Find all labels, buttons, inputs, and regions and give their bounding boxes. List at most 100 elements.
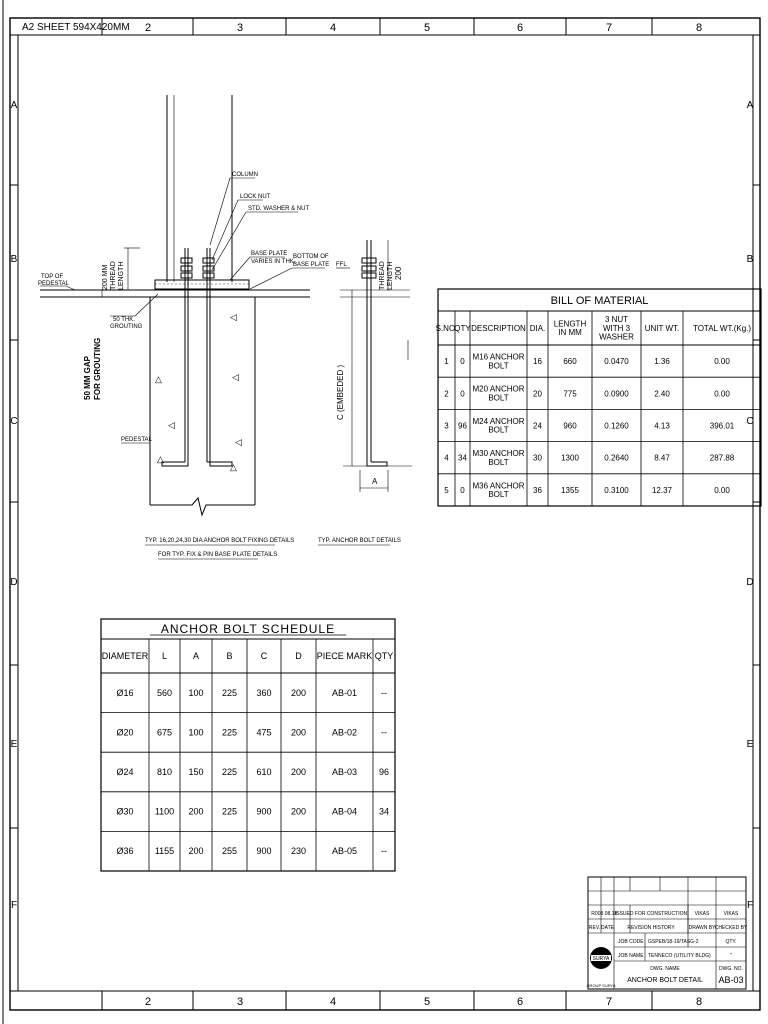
schedule-cell: 225 bbox=[222, 688, 237, 698]
schedule-cell: 225 bbox=[222, 807, 237, 817]
concrete-mark: △ bbox=[155, 374, 162, 384]
bom-cell: 0.0900 bbox=[604, 389, 629, 398]
schedule-cell: 675 bbox=[157, 727, 172, 737]
label-top-pedestal-2: PEDESTAL bbox=[38, 281, 70, 287]
row-label: E bbox=[747, 739, 754, 750]
schedule-cell: 34 bbox=[379, 807, 389, 817]
bom-cell: 5 bbox=[444, 486, 449, 495]
column-label: 4 bbox=[330, 996, 336, 1008]
revision-cell: VIKAS bbox=[724, 911, 739, 917]
schedule-cell: -- bbox=[381, 688, 387, 698]
label-thread-2: THREAD bbox=[110, 261, 117, 290]
revision-header-cell: REVISION HISTORY bbox=[627, 925, 675, 931]
column-label: 8 bbox=[696, 22, 702, 34]
caption-anchor-bolt-detail: TYP. ANCHOR BOLT DETAILS bbox=[318, 538, 401, 544]
column-label: 2 bbox=[145, 996, 151, 1008]
label-thread-length-3: 200 bbox=[394, 266, 403, 280]
bom-cell: 20 bbox=[533, 389, 542, 398]
bom-cell: 0.0470 bbox=[604, 357, 629, 366]
bom-cell: 0.00 bbox=[714, 486, 730, 495]
schedule-cell: 200 bbox=[291, 767, 306, 777]
label-gap-2: FOR GROUTING bbox=[93, 338, 102, 400]
schedule-header-cell: DIAMETER bbox=[102, 651, 149, 661]
caption-base-plate: FOR TYP. FIX & PIN BASE PLATE DETAILS bbox=[158, 552, 277, 558]
job-code-value: GSPEB/18-19/TASG-2 bbox=[648, 939, 699, 945]
column-label: 6 bbox=[517, 22, 523, 34]
row-label: B bbox=[747, 254, 754, 265]
bom-cell: 0.00 bbox=[714, 357, 730, 366]
label-thread-length-1: THREAD bbox=[379, 261, 386, 290]
row-label: E bbox=[11, 739, 18, 750]
schedule-cell: 96 bbox=[379, 767, 389, 777]
schedule-cell: 200 bbox=[291, 727, 306, 737]
revision-header-cell: REV. bbox=[589, 925, 600, 931]
column-label: 8 bbox=[696, 996, 702, 1008]
schedule-cell: 900 bbox=[256, 846, 271, 856]
column-label: 2 bbox=[145, 22, 151, 34]
logo-subtext: GROUP SURYA bbox=[586, 983, 615, 988]
schedule-cell: 1155 bbox=[155, 846, 174, 856]
label-top-pedestal: TOP OF bbox=[41, 274, 63, 280]
column-label: 3 bbox=[237, 22, 243, 34]
revision-cell: 08.08.18 bbox=[598, 911, 618, 917]
bom-cell: 960 bbox=[563, 422, 577, 431]
schedule-cell: 475 bbox=[256, 727, 271, 737]
bom-cell: 1.36 bbox=[654, 357, 670, 366]
bom-cell: 0.3100 bbox=[604, 486, 629, 495]
bom-cell: 660 bbox=[563, 357, 577, 366]
qty-label: QTY. bbox=[725, 939, 736, 945]
company-logo: SURYA GROUP SURYA bbox=[586, 947, 616, 988]
typical-bolt-drawing bbox=[336, 240, 412, 492]
revision-cell: ISSUED FOR CONSTRUCTION bbox=[615, 911, 688, 917]
schedule-cell: 255 bbox=[222, 846, 237, 856]
label-ffl: FFL bbox=[336, 262, 347, 268]
logo-text: SURYA bbox=[593, 956, 610, 962]
schedule-cell: AB-01 bbox=[332, 688, 357, 698]
label-thread-3: LENGTH bbox=[118, 262, 125, 290]
revision-header-cell: DATE bbox=[601, 925, 615, 931]
schedule-cell: Ø24 bbox=[116, 767, 133, 777]
job-name-label: JOB NAME bbox=[618, 953, 644, 959]
row-label: C bbox=[10, 416, 17, 427]
label-thread-length-2: LENGTH bbox=[387, 262, 394, 290]
column-label: 7 bbox=[606, 22, 612, 34]
column-label: 6 bbox=[517, 996, 523, 1008]
row-label: F bbox=[747, 900, 753, 911]
schedule-cell: Ø30 bbox=[116, 807, 133, 817]
label-bottom-base-plate-2: BASE PLATE bbox=[293, 262, 329, 268]
schedule-header-cell: B bbox=[226, 651, 232, 661]
label-washer-nut: STD. WASHER & NUT bbox=[248, 206, 309, 212]
concrete-mark: ◁ bbox=[168, 420, 175, 430]
revision-cell: R0 bbox=[591, 911, 598, 917]
dwg-no-label: DWG. NO. bbox=[719, 966, 743, 972]
bom-cell: 396.01 bbox=[710, 422, 735, 431]
schedule-header-cell: L bbox=[162, 651, 167, 661]
concrete-mark: △ bbox=[157, 454, 164, 464]
label-lock-nut: LOCK NUT bbox=[240, 194, 271, 200]
bom-header-cell: DESCRIPTION bbox=[471, 324, 526, 333]
schedule-cell: 150 bbox=[188, 767, 203, 777]
schedule-title: ANCHOR BOLT SCHEDULE bbox=[161, 622, 335, 636]
schedule-cell: -- bbox=[381, 727, 387, 737]
schedule-cell: 200 bbox=[188, 807, 203, 817]
schedule-cell: Ø16 bbox=[116, 688, 133, 698]
label-thread-1: 200 MM bbox=[102, 265, 109, 290]
revision-header-cell: DRAWN BY bbox=[689, 925, 716, 931]
bom-header-cell: QTY bbox=[454, 324, 471, 333]
revision-cell: VIKAS bbox=[695, 911, 710, 917]
label-grout: 50 THK. bbox=[113, 317, 135, 323]
schedule-cell: -- bbox=[381, 846, 387, 856]
